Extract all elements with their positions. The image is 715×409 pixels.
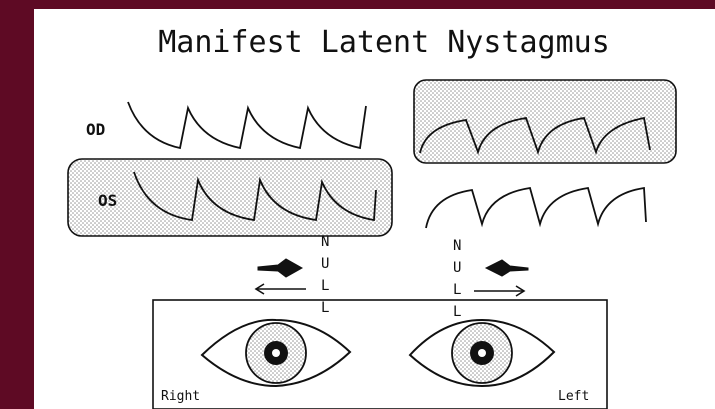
diagram-title: Manifest Latent Nystagmus <box>158 25 610 60</box>
svg-text:U: U <box>453 260 461 276</box>
svg-text:L: L <box>453 282 461 298</box>
thin-arrow-left <box>256 284 306 294</box>
os-label: OS <box>98 191 117 210</box>
bold-arrow-left <box>486 260 528 276</box>
slide-frame: Manifest Latent Nystagmus OD OS N U L L … <box>16 0 715 409</box>
svg-text:L: L <box>321 278 329 294</box>
svg-text:U: U <box>321 256 329 272</box>
thin-arrow-right <box>474 286 524 296</box>
nystagmus-diagram: Manifest Latent Nystagmus OD OS N U L L … <box>16 0 715 409</box>
od-label: OD <box>86 120 105 139</box>
os-waveform-right <box>426 188 646 228</box>
right-eye-icon <box>202 320 350 386</box>
left-eye-icon <box>410 320 554 386</box>
right-eye-label: Right <box>161 389 200 404</box>
right-top-stippled-box <box>414 80 676 163</box>
od-waveform-left <box>128 102 366 148</box>
svg-text:N: N <box>453 238 461 254</box>
svg-text:L: L <box>453 304 461 320</box>
svg-text:N: N <box>321 234 329 250</box>
left-eye-label: Left <box>558 389 589 404</box>
null-label-left: N U L L <box>321 234 329 316</box>
bold-arrow-right <box>258 259 302 277</box>
null-label-right: N U L L <box>453 238 461 320</box>
svg-text:L: L <box>321 300 329 316</box>
